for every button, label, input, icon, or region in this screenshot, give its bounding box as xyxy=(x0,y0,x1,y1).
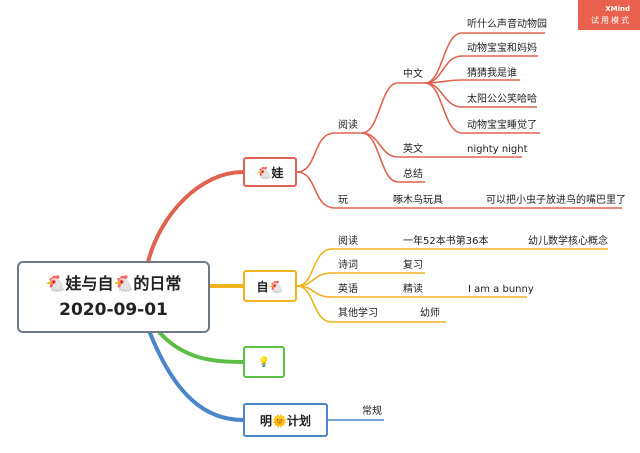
subtopic-poetry[interactable]: 诗词 xyxy=(338,260,358,271)
branch-label: 🐔娃 xyxy=(256,165,284,180)
subtopic-summary[interactable]: 总结 xyxy=(403,169,423,180)
branch-topic-plan[interactable]: 明🌞计划 xyxy=(243,403,328,437)
book-item[interactable]: 幼儿数学核心概念 xyxy=(528,236,608,247)
subtopic-english[interactable]: 英文 xyxy=(403,144,423,155)
subtopic-english[interactable]: 英语 xyxy=(338,284,358,295)
book-item[interactable]: nighty night xyxy=(467,144,528,155)
book-item[interactable]: 听什么声音动物园 xyxy=(467,19,547,30)
subtopic-reading[interactable]: 阅读 xyxy=(338,236,358,247)
trial-watermark: XMind 试用模式 xyxy=(578,0,640,30)
subtopic-chinese[interactable]: 中文 xyxy=(403,69,423,80)
central-topic[interactable]: 🐔娃与自🐔的日常 2020-09-01 xyxy=(17,261,210,333)
subtopic-routine[interactable]: 常规 xyxy=(362,406,382,417)
branch-label: 自🐔 xyxy=(256,279,284,294)
lightbulb-icon: 💡 xyxy=(257,356,271,368)
central-date: 2020-09-01 xyxy=(59,300,168,320)
book-item[interactable]: 动物宝宝睡觉了 xyxy=(467,120,537,131)
branch-label: 明🌞计划 xyxy=(260,413,311,428)
other-note[interactable]: 幼师 xyxy=(420,308,440,319)
subtopic-play[interactable]: 玩 xyxy=(338,195,348,206)
reading-plan[interactable]: 一年52本书第36本 xyxy=(403,236,489,247)
book-item[interactable]: 太阳公公笑哈哈 xyxy=(467,94,537,105)
book-item[interactable]: 猜猜我是谁 xyxy=(467,68,517,79)
book-item[interactable]: 动物宝宝和妈妈 xyxy=(467,43,537,54)
toy-item[interactable]: 啄木鸟玩具 xyxy=(393,195,443,206)
toy-note[interactable]: 可以把小虫子放进鸟的嘴巴里了 xyxy=(486,195,626,206)
central-title: 🐔娃与自🐔的日常 xyxy=(45,274,182,293)
subtopic-reading[interactable]: 阅读 xyxy=(338,120,358,131)
book-item[interactable]: I am a bunny xyxy=(468,284,534,295)
poetry-note[interactable]: 复习 xyxy=(403,260,423,271)
branch-topic-zi[interactable]: 自🐔 xyxy=(243,270,297,302)
english-mode[interactable]: 精读 xyxy=(403,284,423,295)
subtopic-other[interactable]: 其他学习 xyxy=(338,308,378,319)
branch-topic-wa[interactable]: 🐔娃 xyxy=(243,157,297,187)
watermark-brand: XMind xyxy=(605,5,630,13)
branch-topic-idea[interactable]: 💡 xyxy=(243,346,285,378)
watermark-text: 试用模式 xyxy=(591,16,631,25)
